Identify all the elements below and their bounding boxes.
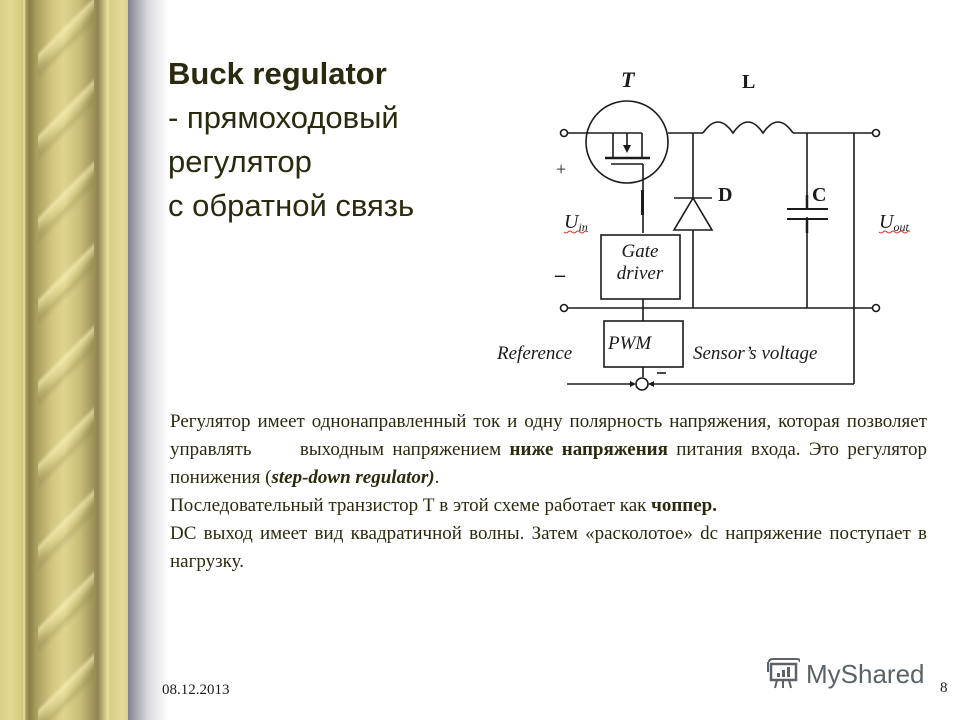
summing-junction [635, 377, 649, 391]
paragraph-3: DC выход имеет вид квадратичной волны. З… [170, 523, 927, 572]
label-driver: driver [617, 263, 664, 284]
label-u-out: Uout [879, 211, 909, 234]
diode-symbol [672, 196, 714, 231]
border-shadow [128, 0, 168, 720]
slide-page-number: 8 [940, 680, 948, 696]
paragraph-1: Регулятор имеет однонаправленный ток и о… [170, 411, 928, 488]
title-line-1: - прямоходовый [168, 100, 399, 135]
slide-body-text: Регулятор имеет однонаправленный ток и о… [170, 408, 927, 576]
label-gate: Gate [622, 241, 659, 262]
label-pwm: PWM [607, 333, 652, 354]
watermark-text: MyShared [806, 658, 925, 689]
label-diode: D [718, 184, 732, 206]
presentation-board-icon [767, 658, 800, 689]
slide-date: 08.12.2013 [162, 682, 230, 698]
label-transistor: T [621, 67, 636, 92]
title-line-2: регулятор [168, 144, 312, 179]
label-reference: Reference [496, 343, 572, 364]
buck-regulator-circuit-diagram: T L D C + – Uin Uout Gate driver PWM Ref… [490, 55, 912, 395]
label-plus: + [556, 159, 566, 179]
capacitor-symbol [786, 195, 828, 233]
slide-title: Buck regulator - прямоходовый регулятор … [168, 52, 414, 228]
gate-driver-box [600, 234, 681, 300]
myshared-watermark[interactable]: MyShared [766, 656, 925, 692]
label-capacitor: C [812, 184, 826, 206]
title-bold: Buck regulator [168, 56, 387, 91]
paragraph-2: Последовательный транзистор Т в этой схе… [170, 495, 717, 516]
decorative-twisted-column [38, 0, 94, 720]
label-minus: – [554, 264, 566, 286]
label-u-in: Uin [564, 211, 588, 234]
label-sensor-voltage: Sensor’s voltage [693, 343, 817, 364]
transistor-symbol [585, 100, 669, 233]
inductor-symbol [702, 121, 794, 135]
title-line-3: с обратной связь [168, 188, 415, 223]
label-inductor: L [742, 71, 755, 93]
